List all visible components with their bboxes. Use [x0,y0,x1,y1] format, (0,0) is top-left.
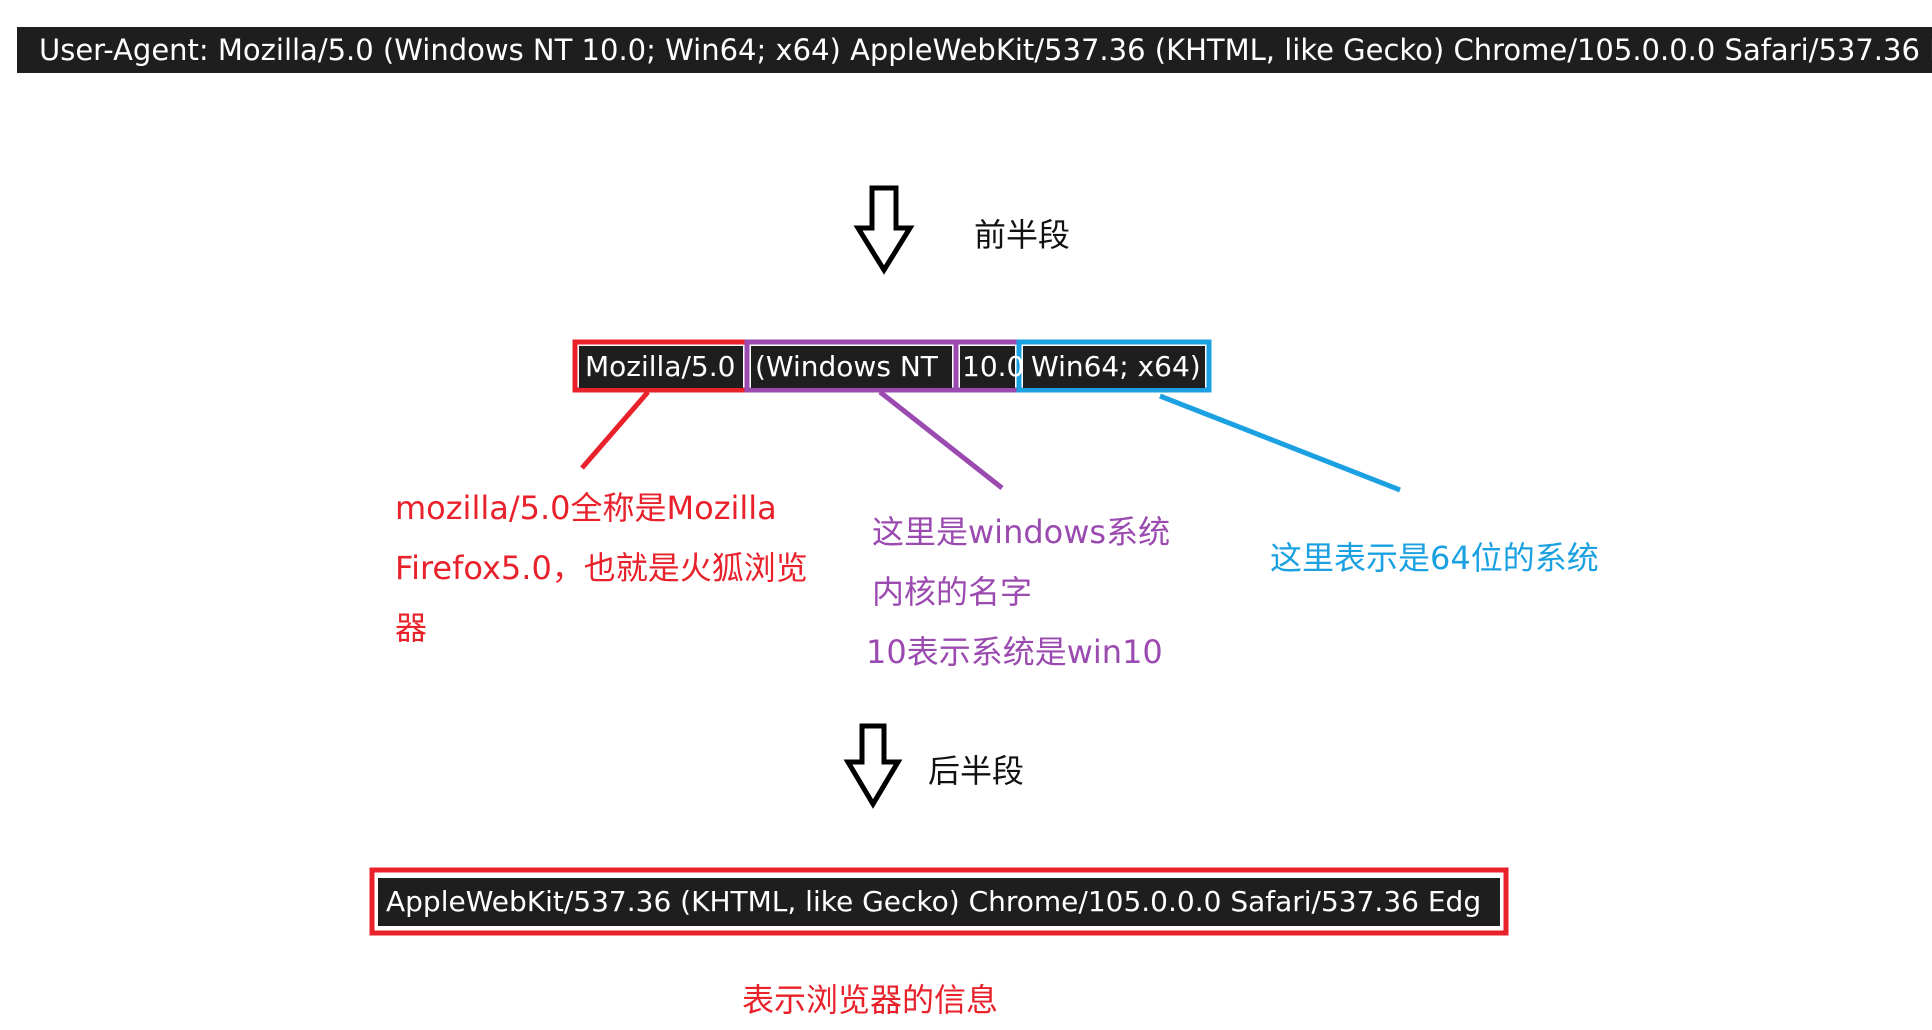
seg-mozilla: Mozilla/5.0 [579,346,743,388]
user-agent-line: User-Agent: Mozilla/5.0 (Windows NT 10.0… [17,27,1932,73]
mozilla-note-line: mozilla/5.0全称是Mozilla [395,489,777,527]
windows-note-line: 内核的名字 [872,573,1033,611]
windows-note-line: 10表示系统是win10 [866,633,1163,671]
arch-highlight-box [1016,339,1212,393]
first-half-label: 前半段 [974,216,1071,254]
down-arrow-icon [853,185,915,275]
arch-connector [1159,393,1401,493]
browser-highlight-box [369,867,1509,936]
second-half-label: 后半段 [928,752,1025,790]
seg-windows: (Windows NT [751,346,952,388]
seg-version: 10.0 [960,346,1024,388]
down-arrow-icon [843,723,903,809]
seg-arch: Win64; x64) [1023,346,1205,388]
seg-browser: AppleWebKit/537.36 (KHTML, like Gecko) C… [378,878,1500,926]
browser-note: 表示浏览器的信息 [742,981,999,1019]
arch-note: 这里表示是64位的系统 [1270,539,1599,577]
mozilla-connector [580,390,650,470]
windows-note-line: 这里是windows系统 [872,513,1171,551]
windows-note: 这里是windows系统 内核的名字 10表示系统是win10 [866,502,1171,682]
mozilla-note: mozilla/5.0全称是Mozilla Firefox5.0，也就是火狐浏览… [395,478,808,658]
mozilla-note-line: 器 [395,609,428,647]
windows-connector [878,390,1004,490]
mozilla-note-line: Firefox5.0，也就是火狐浏览 [395,549,808,587]
